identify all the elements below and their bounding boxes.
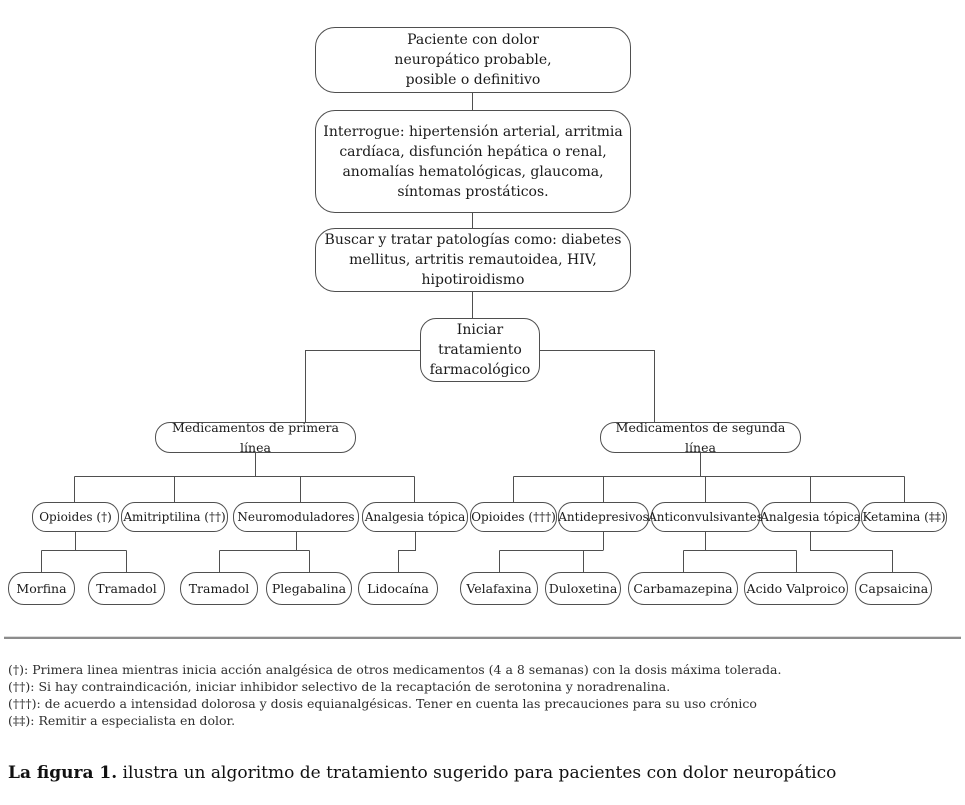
node-ketamine: Ketamina (‡‡) [861,502,947,532]
horizontal-divider [4,636,961,639]
node-valproic-acid: Acido Valproico [744,572,848,605]
footnote-triple-dagger: (†††): de acuerdo a intensidad dolorosa … [8,696,757,711]
node-carbamazepine: Carbamazepina [628,572,738,605]
node-antidepressants: Antidepresivos [558,502,649,532]
node-lidocaine: Lidocaína [358,572,438,605]
node-opioids-second: Opioides (†††) [470,502,557,532]
node-search-treat: Buscar y tratar patologías como: diabete… [315,228,631,292]
node-amitriptyline: Amitriptilina (††) [121,502,228,532]
figure-caption-text: ilustra un algoritmo de tratamiento suge… [117,763,837,783]
node-capsaicin: Capsaicina [855,572,932,605]
node-anticonvulsants: Anticonvulsivantes [648,502,763,532]
node-first-line: Medicamentos de primera línea [155,420,356,455]
node-patient: Paciente con dolor neuropático probable,… [315,27,631,93]
figure-caption-lead: La figura 1. [8,763,118,783]
node-interrogate: Interrogue: hipertensión arterial, arrit… [315,110,631,213]
figure-caption: La figura 1. ilustra un algoritmo de tra… [8,763,958,783]
node-topical-first: Analgesia tópica [362,502,468,532]
node-topical-second: Analgesia tópica [760,502,861,532]
node-neuromodulators: Neuromoduladores [233,502,359,532]
node-venlafaxine: Velafaxina [460,572,538,605]
node-opioids-first: Opioides (†) [32,502,119,532]
node-second-line: Medicamentos de segunda línea [600,420,801,455]
node-morphine: Morfina [8,572,75,605]
node-duloxetine: Duloxetina [545,572,621,605]
footnote-double-dagger: (††): Si hay contraindicación, iniciar i… [8,679,671,694]
footnote-double-diesis: (‡‡): Remitir a especialista en dolor. [8,713,236,728]
footnote-dagger: (†): Primera linea mientras inicia acció… [8,662,782,677]
node-pregabalin: Plegabalina [266,572,352,605]
node-tramadol-neuro: Tramadol [180,572,258,605]
node-start-treatment: Iniciar tratamiento farmacológico [420,318,540,382]
footnotes-block: (†): Primera linea mientras inicia acció… [8,661,958,729]
node-tramadol-opioid: Tramadol [88,572,165,605]
